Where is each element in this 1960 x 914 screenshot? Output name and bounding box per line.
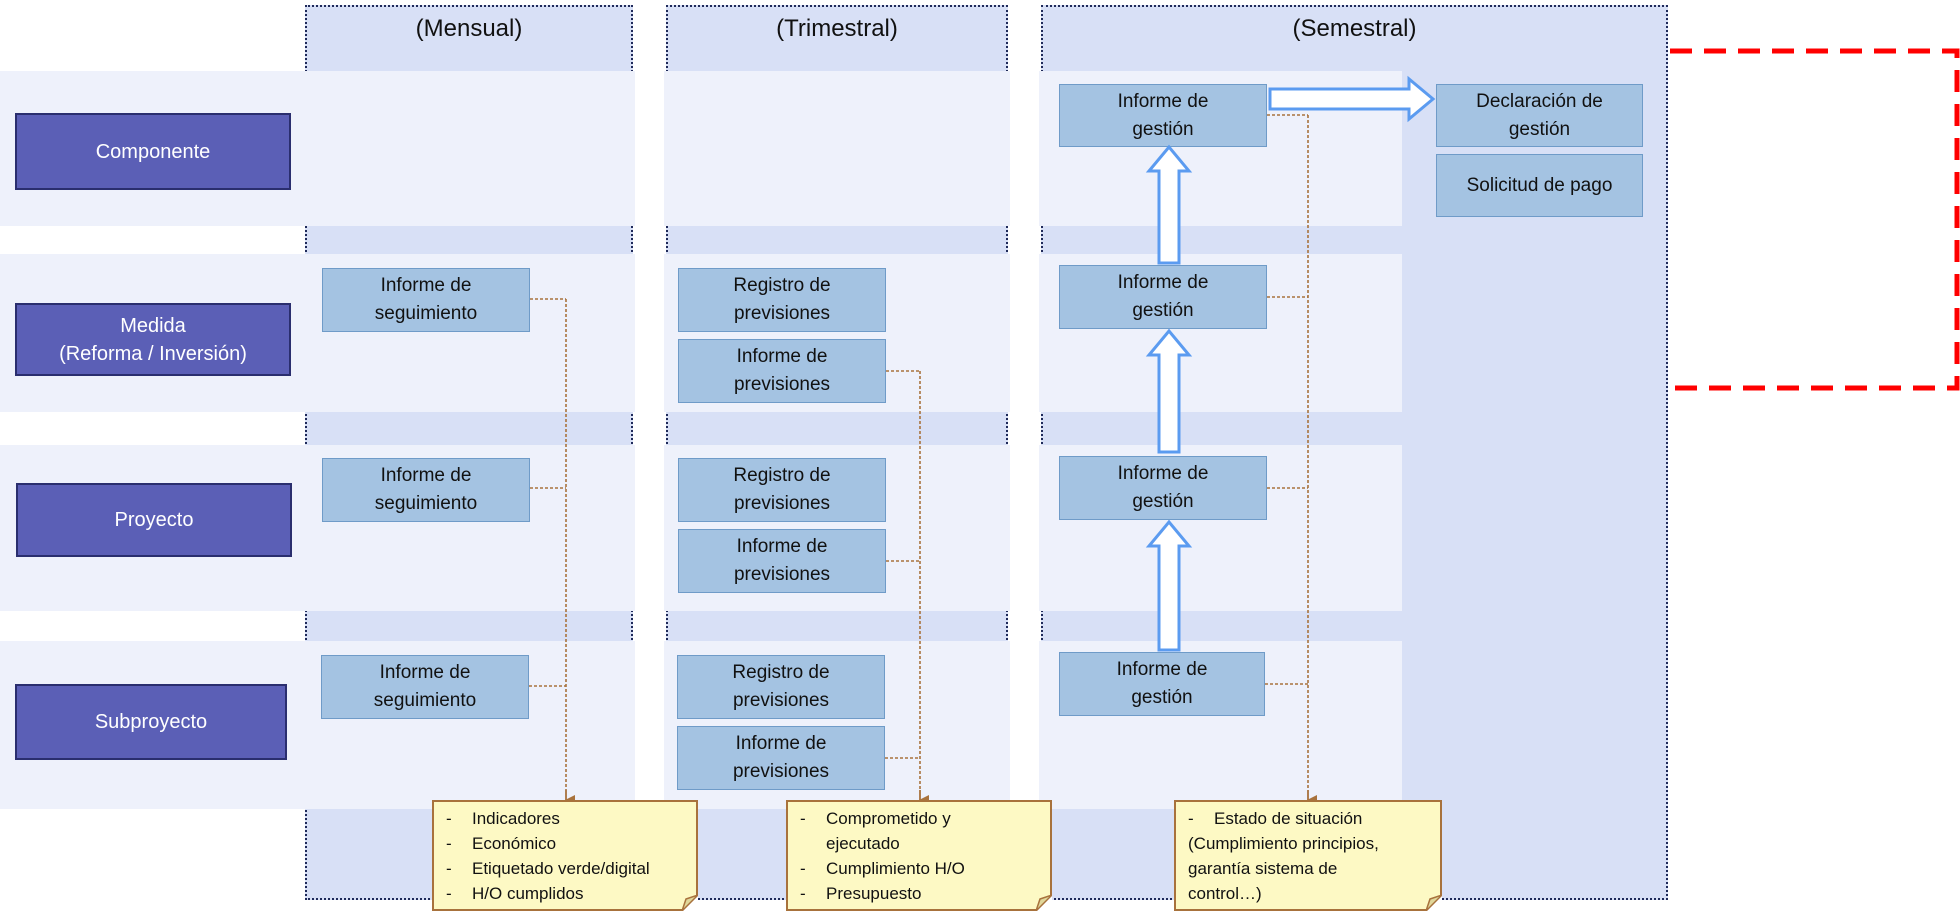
column-separator xyxy=(635,71,664,809)
connector-mensual xyxy=(529,298,566,687)
column-header-trimestral: (Trimestral) xyxy=(776,15,898,42)
registro-previsiones-proyecto: Registro de previsiones xyxy=(678,458,886,522)
informe-seguimiento-medida: Informe de seguimiento xyxy=(322,268,530,332)
arrow-up-subproyecto-to-proyecto xyxy=(1145,519,1193,652)
note-trimestral: Comprometido y ejecutado Cumplimiento H/… xyxy=(786,800,1052,911)
level-componente: Componente xyxy=(15,113,291,190)
informe-previsiones-proyecto: Informe de previsiones xyxy=(678,529,886,593)
arrow-up-proyecto-to-medida xyxy=(1145,328,1193,454)
informe-gestion-proyecto: Informe de gestión xyxy=(1059,456,1267,520)
note-mensual: Indicadores Económico Etiquetado verde/d… xyxy=(432,800,698,911)
informe-seguimiento-proyecto: Informe de seguimiento xyxy=(322,458,530,522)
registro-previsiones-subproyecto: Registro de previsiones xyxy=(677,655,885,719)
note-text: (Cumplimiento principios, garantía siste… xyxy=(1188,834,1379,903)
declaracion-gestion-box: Declaración de gestión xyxy=(1436,84,1643,147)
note-item: H/O cumplidos xyxy=(446,881,686,906)
note-item: Presupuesto xyxy=(800,881,1040,906)
note-item: Cumplimiento H/O xyxy=(800,856,1040,881)
note-item: Comprometido y ejecutado xyxy=(800,806,1040,856)
column-header-semestral: (Semestral) xyxy=(1292,15,1417,42)
informe-gestion-medida: Informe de gestión xyxy=(1059,265,1267,329)
note-item: Estado de situación xyxy=(1188,806,1430,831)
informe-previsiones-subproyecto: Informe de previsiones xyxy=(677,726,885,790)
level-subproyecto: Subproyecto xyxy=(15,684,287,760)
informe-gestion-componente: Informe de gestión xyxy=(1059,84,1267,147)
solicitud-pago-box: Solicitud de pago xyxy=(1436,154,1643,217)
dashed-outline-right xyxy=(1670,48,1960,391)
level-proyecto: Proyecto xyxy=(16,483,292,557)
note-item: Económico xyxy=(446,831,686,856)
informe-previsiones-medida: Informe de previsiones xyxy=(678,339,886,403)
arrow-up-medida-to-componente xyxy=(1145,144,1193,265)
connector-trimestral xyxy=(885,370,920,759)
informe-seguimiento-subproyecto: Informe de seguimiento xyxy=(321,655,529,719)
note-fold-icon xyxy=(682,895,698,911)
registro-previsiones-medida: Registro de previsiones xyxy=(678,268,886,332)
note-item: Indicadores xyxy=(446,806,686,831)
column-header-mensual: (Mensual) xyxy=(415,15,523,42)
column-separator xyxy=(1010,71,1039,809)
arrow-right-to-declaracion xyxy=(1268,75,1436,123)
level-medida: Medida (Reforma / Inversión) xyxy=(15,303,291,376)
informe-gestion-subproyecto: Informe de gestión xyxy=(1059,652,1265,716)
connector-semestral xyxy=(1265,114,1308,685)
note-item: Etiquetado verde/digital xyxy=(446,856,686,881)
note-fold-icon xyxy=(1426,895,1442,911)
note-semestral: Estado de situación (Cumplimiento princi… xyxy=(1174,800,1442,911)
note-fold-icon xyxy=(1036,895,1052,911)
